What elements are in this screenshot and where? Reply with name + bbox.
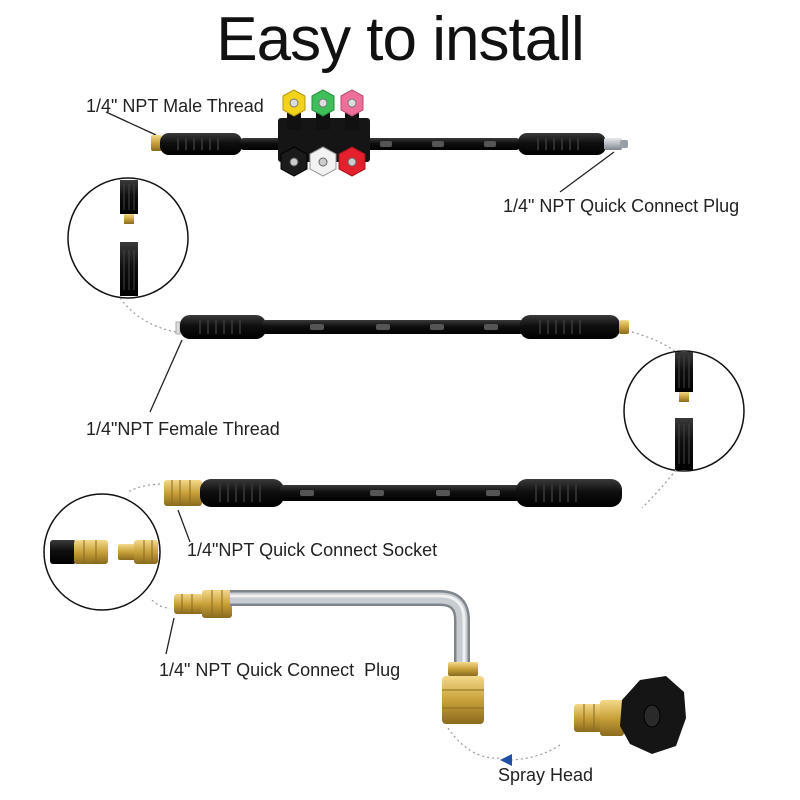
extension-quick-connect-plug	[174, 594, 204, 614]
label-quick-connect-socket: 1/4"NPT Quick Connect Socket	[187, 540, 438, 560]
dotted-connector-6	[447, 727, 501, 759]
dotted-connector-4	[127, 483, 161, 493]
dotted-connector-1	[119, 297, 177, 333]
male-thread-tip	[151, 135, 162, 151]
nozzle-white-icon	[309, 146, 337, 177]
lower-wand	[164, 479, 622, 543]
nozzle-pink-icon	[340, 89, 364, 130]
pointer-line-quick-connect-socket	[177, 509, 191, 543]
arrow-left-icon	[500, 754, 512, 766]
nozzle-black-icon	[280, 146, 308, 177]
pointer-line-female-thread	[149, 339, 183, 413]
lower-wand-right-grip	[516, 479, 622, 507]
middle-wand-left-grip	[180, 315, 266, 339]
label-male-thread: 1/4" NPT Male Thread	[86, 96, 264, 116]
middle-wand-male-thread	[619, 320, 629, 334]
top-wand	[105, 89, 628, 193]
lower-wand-shaft	[280, 485, 520, 501]
spray-head-icon	[574, 676, 686, 754]
dotted-connector-3	[641, 469, 677, 509]
pointer-line-quick-connect-plug	[559, 151, 615, 193]
lower-wand-left-grip	[200, 479, 284, 507]
detail-circle-female-thread	[623, 350, 745, 472]
lower-wand-quick-connect-socket	[164, 480, 202, 506]
detail-circle-quick-connect	[43, 493, 161, 611]
dotted-connector-2	[631, 331, 677, 353]
dotted-connector-7	[511, 744, 561, 761]
page-title: Easy to install	[216, 5, 585, 74]
nozzle-yellow-icon	[282, 89, 306, 130]
label-female-thread: 1/4"NPT Female Thread	[86, 419, 280, 439]
top-quick-connect-plug	[604, 138, 622, 150]
pointer-line-male-thread	[105, 111, 157, 136]
dotted-connector-5	[151, 599, 171, 609]
pointer-line-quick-connect-plug-bottom	[165, 617, 175, 655]
extension-quick-connect-socket	[442, 676, 484, 724]
label-spray-head: Spray Head	[498, 765, 594, 785]
top-wand-left-grip	[160, 133, 242, 155]
middle-wand-shaft	[262, 320, 524, 334]
middle-wand	[149, 315, 629, 413]
angled-extension	[165, 590, 484, 724]
label-quick-connect-plug-top: 1/4" NPT Quick Connect Plug	[503, 196, 740, 216]
detail-circle-thread-connection	[67, 177, 189, 299]
nozzle-green-icon	[311, 89, 335, 130]
middle-wand-right-grip	[520, 315, 620, 339]
label-quick-connect-plug-bottom: 1/4" NPT Quick Connect Plug	[159, 660, 401, 680]
nozzle-red-icon	[338, 146, 366, 177]
